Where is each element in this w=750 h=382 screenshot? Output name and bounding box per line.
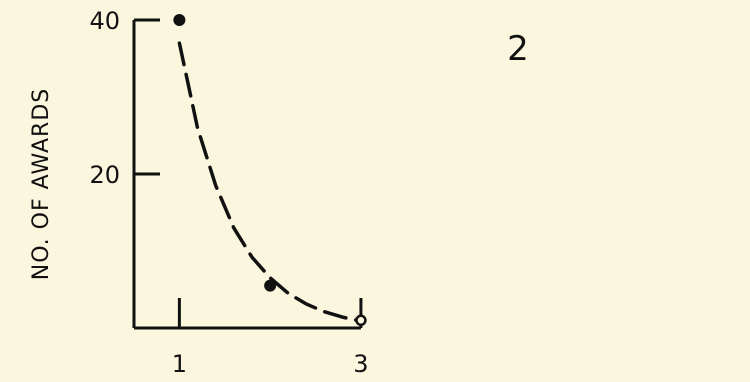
y-tick-label: 20 — [89, 161, 120, 189]
y-tick-label: 40 — [89, 7, 120, 35]
x-tick-label: 1 — [172, 350, 187, 378]
y-ticks: 40 20 — [89, 7, 160, 189]
fitted-curve — [177, 41, 363, 323]
data-point — [355, 314, 367, 327]
data-points — [173, 14, 367, 327]
y-axis-label: NO. OF AWARDS — [29, 88, 54, 280]
axes — [132, 20, 361, 330]
x-tick-label: 3 — [353, 350, 368, 378]
data-point — [264, 279, 277, 292]
data-point — [173, 14, 186, 26]
panel-label: 2 — [507, 29, 529, 69]
